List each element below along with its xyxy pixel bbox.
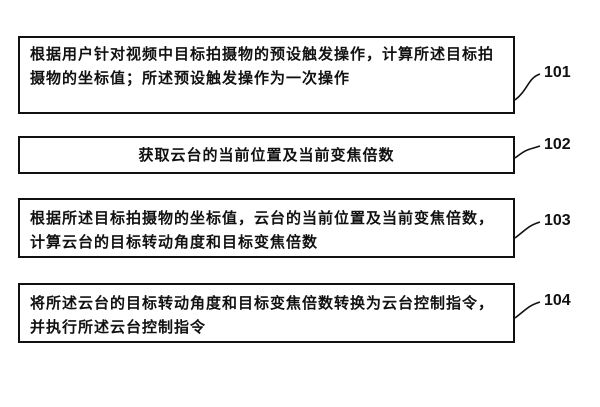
leader-line-104	[514, 301, 541, 319]
step-text-102: 获取云台的当前位置及当前变焦倍数	[138, 146, 395, 164]
step-number-104: 104	[544, 292, 571, 309]
step-text-101: 根据用户针对视频中目标拍摄物的预设触发操作，计算所述目标拍摄物的坐标值；所述预设…	[30, 45, 495, 87]
step-box-102: 获取云台的当前位置及当前变焦倍数	[18, 136, 515, 174]
step-box-104: 将所述云台的目标转动角度和目标变焦倍数转换为云台控制指令，并执行所述云台控制指令	[18, 283, 515, 343]
step-box-101: 根据用户针对视频中目标拍摄物的预设触发操作，计算所述目标拍摄物的坐标值；所述预设…	[18, 36, 515, 114]
leader-line-103	[514, 221, 541, 239]
leader-line-102	[514, 145, 541, 159]
step-number-101: 101	[544, 64, 571, 81]
step-text-104: 将所述云台的目标转动角度和目标变焦倍数转换为云台控制指令，并执行所述云台控制指令	[30, 294, 495, 336]
step-number-102: 102	[544, 136, 571, 153]
step-box-103: 根据所述目标拍摄物的坐标值，云台的当前位置及当前变焦倍数，计算云台的目标转动角度…	[18, 198, 515, 258]
leader-line-101	[514, 73, 541, 101]
step-text-103: 根据所述目标拍摄物的坐标值，云台的当前位置及当前变焦倍数，计算云台的目标转动角度…	[30, 209, 495, 251]
step-number-103: 103	[544, 212, 571, 229]
